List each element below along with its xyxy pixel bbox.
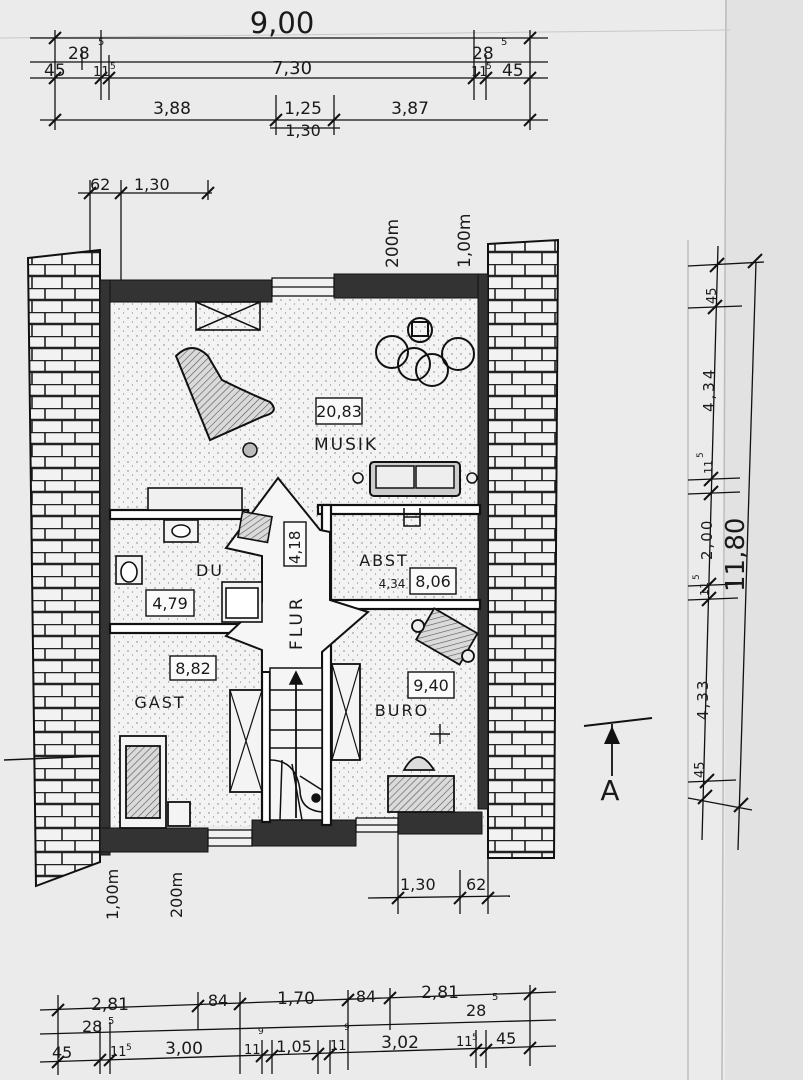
svg-text:5: 5	[501, 37, 507, 48]
area-du: 4,79	[152, 594, 188, 613]
svg-text:28: 28	[82, 1017, 102, 1036]
svg-text:1,30: 1,30	[285, 121, 321, 140]
area-gast: 8,82	[175, 659, 211, 678]
svg-text:45: 45	[693, 761, 708, 778]
svg-text:1,70: 1,70	[277, 989, 315, 1009]
drum-kit	[375, 317, 475, 387]
left-brick-wall	[26, 248, 101, 888]
svg-text:9: 9	[344, 1023, 350, 1033]
svg-text:45: 45	[496, 1029, 516, 1048]
room-name-gast: GAST	[134, 693, 185, 712]
svg-text:11: 11	[702, 460, 715, 474]
room-labels: 20,83 MUSIK DU 4,79 4,18 FLUR ABST 4,34 …	[134, 397, 457, 720]
svg-text:62: 62	[466, 875, 486, 894]
buro-furniture	[331, 607, 479, 813]
svg-text:84: 84	[208, 991, 228, 1010]
bottom-dimensions: 1,30 62 2,81 84 1,70 84	[39, 830, 557, 1075]
room-name-musik: MUSIK	[314, 435, 378, 455]
section-line-left	[3, 755, 101, 761]
svg-text:3,88: 3,88	[153, 99, 191, 119]
area-buro: 9,40	[413, 676, 449, 695]
svg-text:45: 45	[705, 287, 720, 304]
section-marker-a: A	[583, 717, 653, 807]
svg-text:28: 28	[466, 1001, 486, 1020]
total-depth-label: 11,80	[721, 518, 751, 592]
musik-furniture	[147, 301, 478, 527]
grand-piano	[174, 347, 275, 458]
svg-text:11: 11	[471, 65, 488, 80]
svg-text:200m: 200m	[167, 872, 186, 918]
svg-text:3,00: 3,00	[165, 1039, 203, 1059]
svg-text:1,00m: 1,00m	[455, 214, 475, 268]
svg-text:2,81: 2,81	[91, 995, 129, 1015]
svg-text:62: 62	[90, 175, 110, 194]
area-abst: 8,06	[415, 572, 451, 591]
svg-text:A: A	[600, 774, 619, 807]
dim-28-left: 28	[68, 44, 90, 64]
svg-text:200m: 200m	[383, 219, 403, 268]
room-name-du: DU	[196, 561, 224, 580]
staircase	[269, 667, 323, 821]
svg-text:1,30: 1,30	[400, 875, 436, 894]
top-dimensions: 9,00 28 5 28 5 45 11 5 7,	[30, 6, 548, 285]
window-heights-bottom: 1,00m 200m	[103, 869, 186, 920]
svg-text:5: 5	[108, 1016, 114, 1027]
svg-text:5: 5	[110, 62, 116, 72]
svg-text:5: 5	[126, 1043, 132, 1053]
dim-730: 7,30	[272, 58, 312, 79]
svg-text:11: 11	[110, 1045, 127, 1060]
svg-text:1,00m: 1,00m	[103, 869, 122, 920]
paper-fold	[725, 0, 803, 1080]
svg-text:5: 5	[472, 1033, 478, 1043]
room-name-flur: FLUR	[287, 595, 307, 650]
right-dimensions: 45 4,34 11 5 2,00 11 5 4,33 45 11,80	[687, 245, 765, 851]
area-flur: 4,18	[286, 531, 304, 564]
svg-text:45: 45	[52, 1043, 72, 1062]
room-name-buro: BURO	[375, 701, 429, 720]
svg-text:45: 45	[502, 61, 524, 81]
musik-desk	[147, 487, 243, 511]
svg-text:5: 5	[692, 574, 702, 580]
area-box-musik	[315, 397, 363, 425]
du-fixtures	[115, 510, 273, 623]
svg-text:3,02: 3,02	[381, 1033, 419, 1053]
gast-furniture	[119, 689, 263, 829]
dim-28-right: 28	[472, 44, 494, 64]
sofa	[352, 461, 478, 497]
total-width-label: 9,00	[250, 6, 315, 40]
svg-text:2,81: 2,81	[421, 983, 459, 1003]
svg-text:2,00: 2,00	[698, 519, 716, 560]
svg-text:5: 5	[486, 62, 492, 72]
svg-text:84: 84	[356, 987, 376, 1006]
svg-text:1,30: 1,30	[134, 175, 170, 194]
svg-text:4,34: 4,34	[700, 367, 718, 412]
svg-text:45: 45	[44, 61, 66, 81]
svg-text:5: 5	[696, 452, 706, 458]
svg-text:5: 5	[98, 37, 104, 48]
svg-text:1,25: 1,25	[284, 99, 322, 119]
musik-cabinet	[195, 301, 261, 331]
svg-text:4,33: 4,33	[694, 679, 712, 720]
svg-text:4,34: 4,34	[379, 577, 406, 591]
window-heights-top: 200m 1,00m	[383, 214, 475, 268]
room-name-abst: ABST	[359, 551, 409, 570]
windows	[207, 277, 399, 847]
svg-text:11: 11	[330, 1039, 347, 1054]
svg-text:5: 5	[492, 992, 498, 1003]
svg-text:11: 11	[698, 582, 711, 596]
svg-text:3,87: 3,87	[391, 99, 429, 119]
area-musik: 20,83	[316, 402, 362, 421]
svg-text:9: 9	[258, 1027, 264, 1037]
svg-text:11: 11	[244, 1043, 261, 1058]
right-brick-wall	[487, 238, 560, 859]
svg-text:11: 11	[93, 65, 110, 80]
outer-walls	[99, 273, 489, 856]
svg-text:11: 11	[456, 1035, 473, 1050]
svg-text:1,05: 1,05	[276, 1037, 312, 1056]
